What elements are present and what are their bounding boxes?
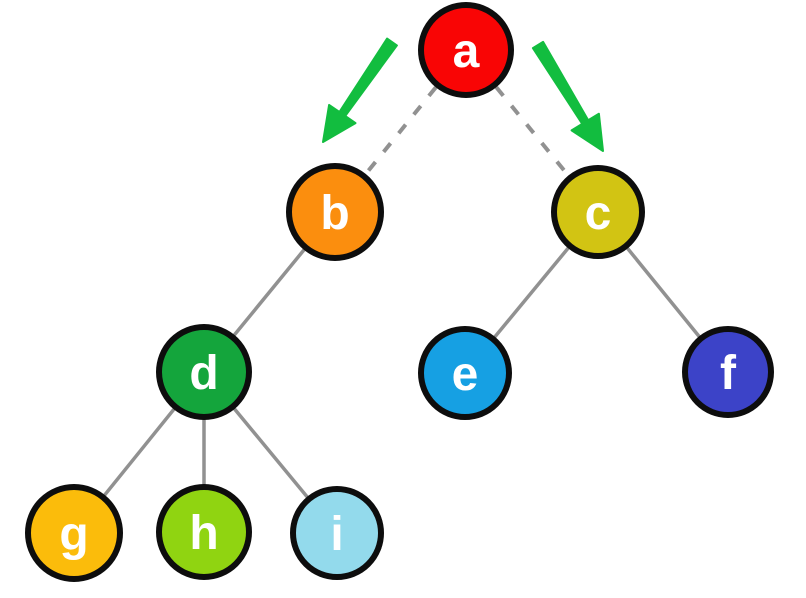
node-f-circle [682,326,774,418]
node-h-circle [156,484,252,580]
node-i-circle [290,486,384,580]
green-arrow-right [531,40,604,152]
green-arrow-left [322,37,398,143]
node-b-circle [286,163,384,261]
node-e-circle [418,326,512,420]
node-g-circle [25,484,123,582]
node-a-circle [418,2,514,98]
node-c-circle [551,165,645,259]
node-d-circle [156,324,252,420]
